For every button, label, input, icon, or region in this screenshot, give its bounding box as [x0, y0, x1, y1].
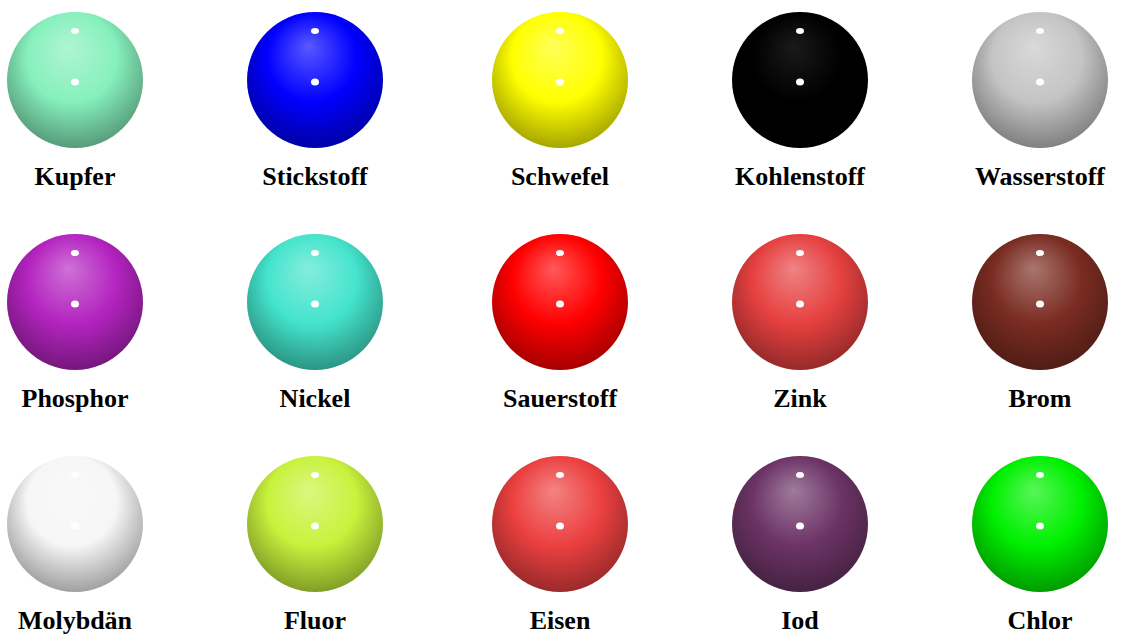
element-name: Chlor	[935, 606, 1130, 636]
highlight-dot	[71, 472, 79, 478]
sphere-body	[972, 234, 1108, 370]
element-name: Kupfer	[0, 162, 180, 192]
sphere-graphic	[5, 232, 145, 372]
highlight-dot	[796, 523, 804, 530]
sphere-body	[7, 12, 143, 148]
sphere-graphic	[730, 454, 870, 594]
highlight-dot	[311, 301, 319, 308]
highlight-dot	[556, 301, 564, 308]
sphere-graphic	[970, 232, 1110, 372]
sphere-graphic	[245, 232, 385, 372]
sphere-graphic	[490, 232, 630, 372]
element-name: Brom	[935, 384, 1130, 414]
sphere-graphic	[245, 10, 385, 150]
highlight-dot	[796, 28, 804, 34]
sphere-graphic	[730, 232, 870, 372]
highlight-dot	[556, 250, 564, 256]
element-name: Fluor	[210, 606, 420, 636]
sphere-graphic	[245, 454, 385, 594]
highlight-dot	[71, 301, 79, 308]
highlight-dot	[796, 250, 804, 256]
sphere-graphic	[490, 454, 630, 594]
sphere-graphic	[5, 10, 145, 150]
element-name: Stickstoff	[210, 162, 420, 192]
sphere-graphic	[970, 10, 1110, 150]
sphere-graphic	[970, 454, 1110, 594]
sphere-body	[732, 12, 868, 148]
element-sphere: Eisen	[455, 454, 665, 636]
highlight-dot	[796, 79, 804, 86]
element-sphere: Sauerstoff	[455, 232, 665, 414]
highlight-dot	[71, 250, 79, 256]
highlight-dot	[311, 250, 319, 256]
element-sphere: Schwefel	[455, 10, 665, 192]
element-sphere: Stickstoff	[210, 10, 420, 192]
highlight-dot	[796, 301, 804, 308]
sphere-body	[247, 234, 383, 370]
highlight-dot	[1036, 28, 1044, 34]
sphere-body	[247, 456, 383, 592]
sphere-graphic	[730, 10, 870, 150]
sphere-body	[972, 12, 1108, 148]
element-sphere: Fluor	[210, 454, 420, 636]
sphere-body	[972, 456, 1108, 592]
highlight-dot	[1036, 79, 1044, 86]
element-name: Phosphor	[0, 384, 180, 414]
highlight-dot	[1036, 250, 1044, 256]
highlight-dot	[1036, 523, 1044, 530]
element-sphere: Kohlenstoff	[695, 10, 905, 192]
highlight-dot	[71, 28, 79, 34]
element-sphere: Kupfer	[0, 10, 180, 192]
sphere-body	[492, 12, 628, 148]
highlight-dot	[796, 472, 804, 478]
sphere-body	[732, 234, 868, 370]
highlight-dot	[1036, 472, 1044, 478]
element-name: Eisen	[455, 606, 665, 636]
highlight-dot	[556, 523, 564, 530]
sphere-body	[247, 12, 383, 148]
highlight-dot	[1036, 301, 1044, 308]
sphere-body	[7, 456, 143, 592]
highlight-dot	[71, 79, 79, 86]
element-name: Kohlenstoff	[695, 162, 905, 192]
highlight-dot	[71, 523, 79, 530]
sphere-body	[492, 456, 628, 592]
sphere-graphic	[490, 10, 630, 150]
sphere-body	[492, 234, 628, 370]
highlight-dot	[311, 79, 319, 86]
highlight-dot	[311, 28, 319, 34]
element-name: Wasserstoff	[935, 162, 1130, 192]
element-sphere: Wasserstoff	[935, 10, 1130, 192]
element-name: Sauerstoff	[455, 384, 665, 414]
element-sphere: Zink	[695, 232, 905, 414]
highlight-dot	[556, 472, 564, 478]
element-sphere: Phosphor	[0, 232, 180, 414]
element-name: Zink	[695, 384, 905, 414]
sphere-body	[7, 234, 143, 370]
sphere-graphic	[5, 454, 145, 594]
element-sphere: Chlor	[935, 454, 1130, 636]
element-name: Molybdän	[0, 606, 180, 636]
element-sphere: Iod	[695, 454, 905, 636]
element-name: Iod	[695, 606, 905, 636]
element-name: Nickel	[210, 384, 420, 414]
element-name: Schwefel	[455, 162, 665, 192]
highlight-dot	[311, 523, 319, 530]
highlight-dot	[556, 28, 564, 34]
element-sphere: Nickel	[210, 232, 420, 414]
element-sphere: Brom	[935, 232, 1130, 414]
highlight-dot	[311, 472, 319, 478]
sphere-body	[732, 456, 868, 592]
element-sphere: Molybdän	[0, 454, 180, 636]
highlight-dot	[556, 79, 564, 86]
